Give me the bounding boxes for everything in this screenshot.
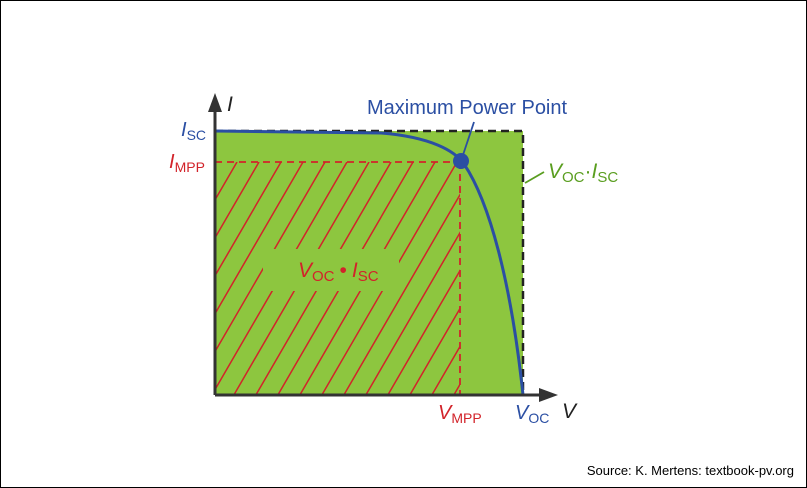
impp-label: IMPP	[169, 151, 205, 175]
mpp-dot	[453, 153, 469, 169]
source-caption: Source: K. Mertens: textbook-pv.org	[586, 463, 794, 478]
hatch-line	[215, 162, 260, 240]
voc-label: VOC	[515, 402, 549, 426]
x-axis-arrow-icon	[539, 388, 558, 402]
hatch-line	[215, 162, 216, 164]
hatch-line	[343, 193, 460, 395]
product-area-label-bg	[263, 249, 399, 291]
isc-voc-boundary	[215, 129, 525, 395]
x-axis-label: V	[562, 400, 578, 423]
hatch-line	[431, 344, 460, 395]
hatch-line	[365, 231, 460, 395]
hatch-line	[215, 162, 326, 354]
voc-isc-pointer-line	[524, 171, 545, 184]
vmpp-label: VMPP	[438, 402, 482, 426]
product-area-label: VOC•ISC	[298, 259, 379, 285]
iv-curve	[214, 129, 525, 396]
hatch-line	[215, 162, 304, 316]
y-axis-label: I	[227, 93, 233, 116]
isc-label: ISC	[181, 119, 206, 143]
mpp-pointer-line	[462, 121, 475, 156]
mpp-label: Maximum Power Point	[367, 97, 568, 119]
y-axis-arrow-icon	[208, 93, 222, 112]
hatch-line	[387, 269, 460, 395]
product-side-label: VOC·ISC	[548, 160, 618, 186]
hatch-line	[215, 162, 282, 278]
hatch-line	[409, 307, 460, 395]
